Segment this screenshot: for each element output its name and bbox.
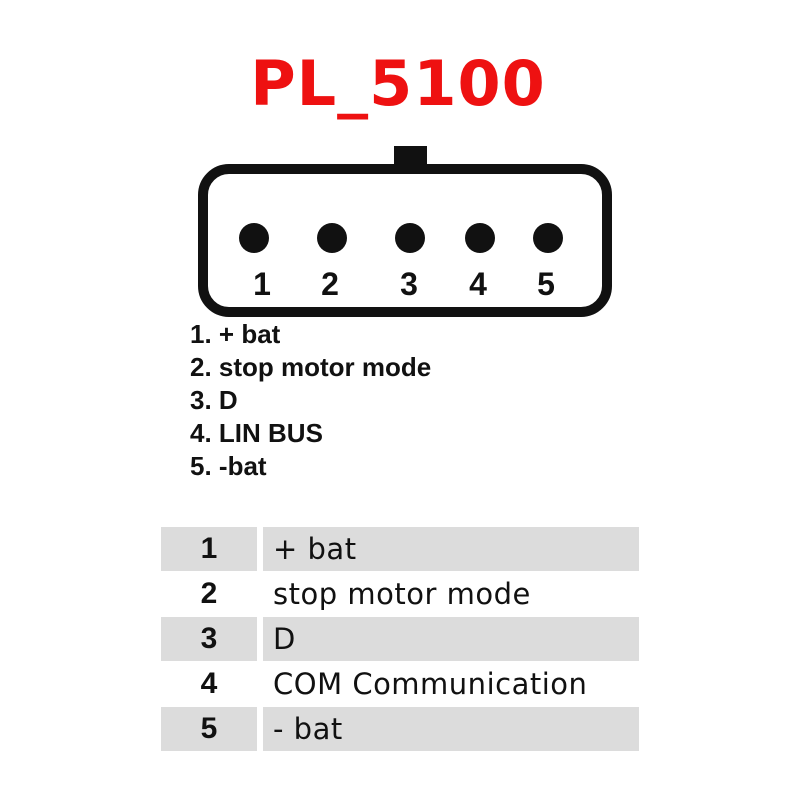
pin-legend: 1. + bat 2. stop motor mode 3. D 4. LIN …	[190, 318, 431, 483]
legend-item-3: 3. D	[190, 385, 238, 415]
table-row: 2 stop motor mode	[161, 572, 639, 616]
pin-2-number: 2	[321, 266, 339, 302]
connector-housing	[198, 164, 612, 317]
pin-3-icon	[395, 223, 425, 253]
pin-number-cell: 1	[161, 527, 257, 571]
pin-5-icon	[533, 223, 563, 253]
connector-title: PL_5100	[250, 47, 546, 120]
pin-5-number: 5	[537, 266, 555, 302]
pin-1-number: 1	[253, 266, 271, 302]
pin-number-cell: 3	[161, 617, 257, 661]
table-row: 5 - bat	[161, 707, 639, 751]
legend-item-2: 2. stop motor mode	[190, 352, 432, 382]
legend-item-4: 4. LIN BUS	[190, 418, 323, 448]
legend-item-5: 5. -bat	[190, 451, 267, 481]
pin-3-number: 3	[400, 266, 418, 302]
pin-4-icon	[465, 223, 495, 253]
pin-function-cell: D	[263, 617, 639, 661]
pin-1-icon	[239, 223, 269, 253]
pin-number-cell: 2	[200, 577, 218, 610]
connector-tab	[394, 146, 427, 168]
pin-function-cell: + bat	[263, 527, 639, 571]
table-row: 4 COM Communication	[161, 662, 639, 706]
legend-item-1: 1. + bat	[190, 319, 281, 349]
pin-function-cell: COM Communication	[273, 667, 588, 701]
pin-4-number: 4	[469, 266, 487, 302]
table-row: 1 + bat	[161, 527, 639, 571]
pin-number-cell: 4	[200, 667, 218, 700]
pin-function-cell: - bat	[263, 707, 639, 751]
pin-function-cell: stop motor mode	[273, 577, 531, 611]
table-row: 3 D	[161, 617, 639, 661]
connector-diagram: 1 2 3 4 5	[198, 146, 612, 317]
pin-number-cell: 5	[161, 707, 257, 751]
pin-2-icon	[317, 223, 347, 253]
